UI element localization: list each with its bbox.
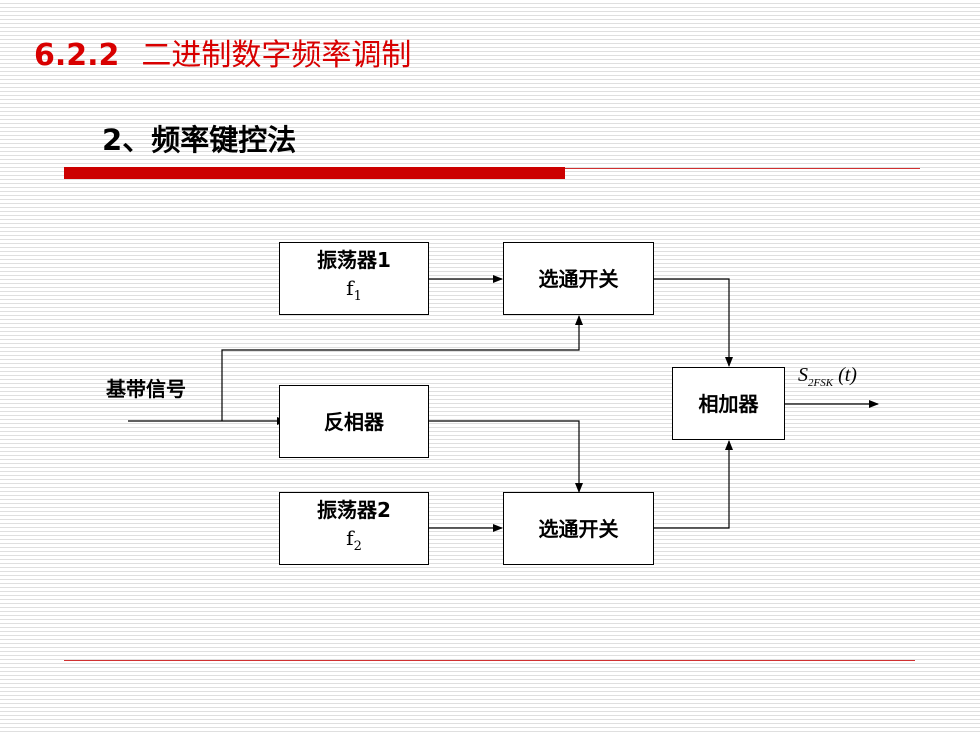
wire-inverter-to-gate2	[429, 420, 583, 493]
oscillator-1-name: 振荡器1	[317, 248, 391, 272]
oscillator-2-block: 振荡器2 f2	[279, 492, 429, 565]
output-signal-label: S2FSK (t)	[798, 364, 857, 389]
subtitle: 2、频率键控法	[102, 120, 296, 160]
slide-title: 6.2.2 二进制数字频率调制	[34, 36, 411, 76]
gate-2-block: 选通开关	[503, 492, 654, 565]
wire-input-to-gate-1	[221, 315, 583, 421]
gate-1-block: 选通开关	[503, 242, 654, 315]
section-number: 6.2.2	[34, 38, 120, 73]
subtitle-text: 、频率键控法	[122, 123, 297, 157]
input-label: 基带信号	[106, 377, 186, 401]
inverter-block: 反相器	[279, 385, 429, 458]
subtitle-number: 2	[102, 123, 123, 157]
title-underline-bar	[64, 167, 565, 179]
wire-gate1-to-adder	[654, 278, 733, 367]
wire-gate2-to-adder	[654, 440, 733, 529]
oscillator-1-freq: f1	[346, 276, 362, 304]
footer-rule	[64, 660, 915, 661]
oscillator-1-block: 振荡器1 f1	[279, 242, 429, 315]
oscillator-2-name: 振荡器2	[317, 498, 391, 522]
section-title: 二进制数字频率调制	[141, 38, 412, 73]
adder-block: 相加器	[672, 367, 785, 440]
oscillator-2-freq: f2	[346, 526, 362, 554]
title-underline-rule	[565, 168, 920, 169]
